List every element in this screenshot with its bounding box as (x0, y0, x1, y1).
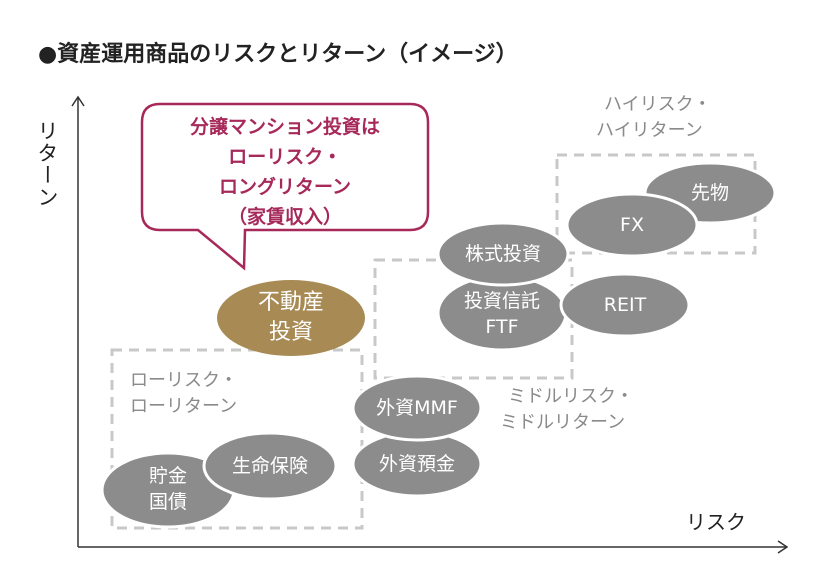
y-axis-label: リターン (35, 120, 59, 208)
product-investment-trust-line: FTF (485, 316, 519, 338)
product-futures: 先物 (660, 180, 760, 206)
zone-high-label-line: ハイリスク・ (604, 94, 712, 115)
callout-line: ロングリターン (218, 176, 352, 198)
product-stock-investment-line: 株式投資 (464, 243, 541, 265)
zone-high-label: ハイリスク・ ハイリターン (596, 92, 711, 144)
product-reit-line: REIT (603, 294, 647, 316)
page-title: ●資産運用商品のリスクとリターン（イメージ） (38, 42, 518, 67)
ellipse-foreign-mmf (351, 374, 483, 442)
ellipse-real-estate (217, 280, 365, 356)
x-axis-arrow (777, 540, 789, 554)
zone-high-label-line: ハイリターン (596, 120, 703, 141)
product-investment-trust: 投資信託 FTF (438, 288, 566, 340)
callout-line: （家賃収入） (227, 206, 342, 228)
product-real-estate: 不動産 投資 (217, 288, 365, 348)
product-savings-bonds-line: 国債 (148, 491, 187, 513)
ellipse-stock-investment (436, 221, 570, 287)
product-investment-trust-line: 投資信託 (463, 290, 540, 312)
product-foreign-deposit-line: 外資預金 (378, 453, 455, 475)
product-foreign-mmf-line: 外資MMF (376, 397, 458, 419)
ellipse-life-insurance (202, 431, 338, 501)
product-foreign-mmf: 外資MMF (353, 395, 481, 421)
zone-mid-label-line: ミドルリスク・ (508, 386, 634, 407)
product-real-estate-line: 投資 (268, 320, 313, 345)
product-futures-line: 先物 (690, 182, 729, 204)
callout-line: 分譲マンション投資は (189, 116, 380, 138)
zone-mid-label: ミドルリスク・ ミドルリターン (500, 384, 634, 436)
ellipse-fx (565, 192, 699, 258)
zone-mid-label-line: ミドルリターン (500, 412, 626, 433)
product-savings-bonds-line: 貯金 (148, 465, 187, 487)
product-fx-line: FX (620, 214, 644, 236)
axes (71, 95, 789, 554)
product-foreign-deposit: 外資預金 (353, 451, 481, 477)
x-axis-label: リスク (686, 510, 746, 534)
product-life-insurance: 生命保険 (206, 453, 334, 479)
product-life-insurance-line: 生命保険 (231, 455, 308, 477)
callout-text: 分譲マンション投資は ローリスク・ ロングリターン （家賃収入） (140, 112, 430, 232)
zone-low-label: ローリスク・ ローリターン (130, 368, 238, 420)
product-fx: FX (567, 212, 697, 238)
product-real-estate-line: 不動産 (257, 290, 324, 315)
zone-low-label-line: ローリターン (130, 396, 238, 417)
callout-line: ローリスク・ (228, 146, 342, 168)
y-axis-arrow (71, 95, 85, 107)
zone-low-label-line: ローリスク・ (130, 370, 238, 391)
product-reit: REIT (561, 292, 689, 318)
zone-low-box (110, 348, 364, 530)
callout-bubble (140, 102, 430, 271)
ellipse-reit (559, 272, 691, 338)
product-stock-investment: 株式投資 (438, 241, 568, 267)
product-savings-bonds: 貯金 国債 (112, 463, 224, 515)
